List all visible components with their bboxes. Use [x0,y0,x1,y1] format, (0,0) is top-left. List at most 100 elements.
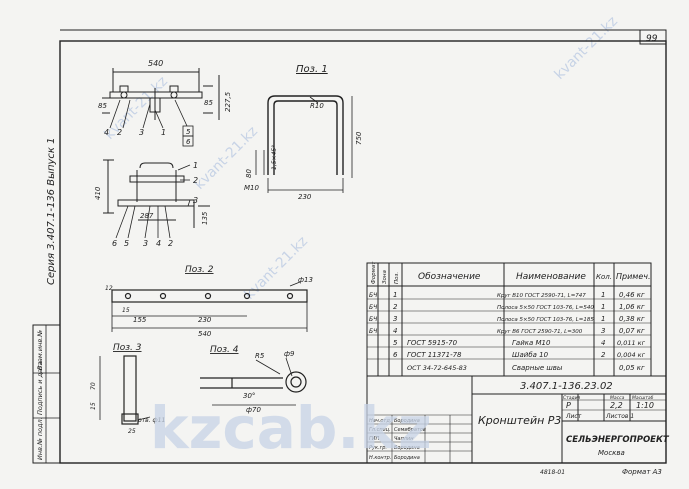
stage-header: Стадия [563,395,581,401]
role-5: Н.контр. [369,455,391,461]
spec-row-2: БЧ 2 Полоса 5×50 ГОСТ 103-76, L=540 1 1,… [369,303,645,311]
spec-row-6: 6 ГОСТ 11371-78 Шайба 10 2 0,004 кг [393,351,646,359]
svg-text:1: 1 [601,303,605,311]
dim-540-pos2: 540 [198,330,212,338]
dim-25: 25 [128,428,136,435]
spec-header-pos: Поз. [394,272,400,284]
outer-frame [59,40,667,464]
leader-6b: 6 [112,239,117,248]
pos2-plate-drawing [111,289,308,303]
svg-text:2: 2 [601,351,606,359]
svg-text:4: 4 [393,327,397,335]
leader-3b: 3 [143,239,148,248]
dim-M10: M10 [244,184,259,192]
svg-text:Гайка М10: Гайка М10 [512,339,551,347]
product-name: Кронштейн Р3 [478,414,561,427]
scale-header: Масштаб [632,395,654,401]
dim-phi70: ф70 [246,406,261,414]
side-stamp [32,324,61,464]
spec-row-1: БЧ 1 Круг В10 ГОСТ 2590-71, L=747 1 0,46… [369,291,645,299]
svg-text:0,004 кг: 0,004 кг [617,351,646,359]
spec-row-7: ОСТ 34-72-645-83 Сварные швы 0,05 кг [407,364,645,372]
leader-5a: 5 [186,128,191,136]
leader-3a: 3 [139,128,144,137]
svg-text:БЧ: БЧ [369,292,377,299]
svg-text:0,46 кг: 0,46 кг [619,291,645,299]
leader-2c: 2 [193,176,198,185]
dim-chamfer: 1,5×45° [271,145,278,170]
person-5: Бородина [394,455,420,461]
watermark-small-4: kvant-21.kz [242,233,311,302]
spec-header-qty: Кол. [596,273,612,281]
svg-text:Полоса 5×50 ГОСТ 103-76, L=185: Полоса 5×50 ГОСТ 103-76, L=185 [497,317,594,323]
svg-text:0,38 кг: 0,38 кг [619,315,645,323]
dim-85-left: 85 [98,102,107,110]
watermark-small-3: kvant-21.kz [552,13,621,82]
leader-3c: 3 [193,196,198,205]
dim-phi9: ф9 [284,350,295,358]
svg-text:0,05 кг: 0,05 кг [619,364,645,372]
stage-value: Р [566,401,571,410]
svg-text:ГОСТ 11371-78: ГОСТ 11371-78 [407,351,462,359]
svg-text:Круг В10 ГОСТ 2590-71, L=747: Круг В10 ГОСТ 2590-71, L=747 [497,293,586,299]
person-1: Бородина [394,418,420,424]
svg-text:4: 4 [601,339,605,347]
pos2-dimensions [111,281,308,332]
leader-5b: 5 [124,239,129,248]
leader-6a: 6 [186,138,191,146]
sheet-number-cell [639,29,667,45]
spec-header-zone: Зона [382,270,388,284]
watermark-small-1: kvant-21.kz [192,123,261,192]
dim-135: 135 [201,211,209,225]
dim-15-pos2: 15 [122,307,130,314]
mass-header: Масса [610,395,625,401]
svg-text:Полоса 5×50 ГОСТ 103-76, L=540: Полоса 5×50 ГОСТ 103-76, L=540 [497,305,594,311]
pos1-title: Поз. 1 [296,64,328,75]
dim-30deg: 30° [243,392,255,400]
dim-750: 750 [355,131,363,145]
assembly-front-view [103,159,210,228]
svg-text:0,011 кг: 0,011 кг [617,339,646,347]
svg-text:3: 3 [601,327,605,335]
scale-value: 1:10 [636,401,654,410]
person-3: Чаплин [394,436,414,442]
spec-header-format: Формат [371,261,377,284]
dim-287: 287 [140,212,154,220]
leader-2b: 2 [168,239,173,248]
role-1: Нач.отд. [369,418,391,424]
side-stamp-mid-label: Подпись и дата [36,361,44,415]
spec-header-note: Примеч. [616,272,651,281]
svg-text:1: 1 [601,291,605,299]
svg-text:ГОСТ 5915-70: ГОСТ 5915-70 [407,339,458,347]
dim-230-pos1: 230 [298,193,312,201]
leader-2a: 2 [117,128,122,137]
role-4: Рук.гр. [369,445,387,451]
person-4: Бородина [394,445,420,451]
side-stamp-left-label: Инв.№ подл. [36,417,44,460]
svg-text:0,07 кг: 0,07 кг [619,327,645,335]
dim-85-right: 85 [204,99,213,107]
svg-text:3: 3 [393,315,397,323]
dim-155: 155 [133,316,147,324]
series-label: Серия 3.407.1-136 Выпуск 1 [46,137,57,285]
dim-R5: R5 [255,352,265,360]
dim-hole-pos3: отв. ф11 [138,417,165,424]
leader-4a: 4 [104,128,109,137]
pos4-hook-drawing [200,371,307,393]
svg-text:Сварные швы: Сварные швы [512,364,563,372]
copied-label: 4818-01 [540,469,565,476]
svg-text:1: 1 [393,291,397,299]
spec-header-code: Обозначение [418,272,481,282]
svg-text:5: 5 [393,339,398,347]
side-stamp-right-label: Взам.инв.№ [36,330,44,370]
dim-540-top: 540 [148,59,163,68]
pos2-title: Поз. 2 [185,265,214,275]
dim-230-pos2: 230 [198,316,212,324]
person-2: Семибратов [394,427,426,433]
sheet-label: Лист [565,413,582,420]
dim-70: 70 [90,382,97,390]
pos3-dimensions [99,356,151,421]
mass-value: 2,2 [610,401,623,410]
